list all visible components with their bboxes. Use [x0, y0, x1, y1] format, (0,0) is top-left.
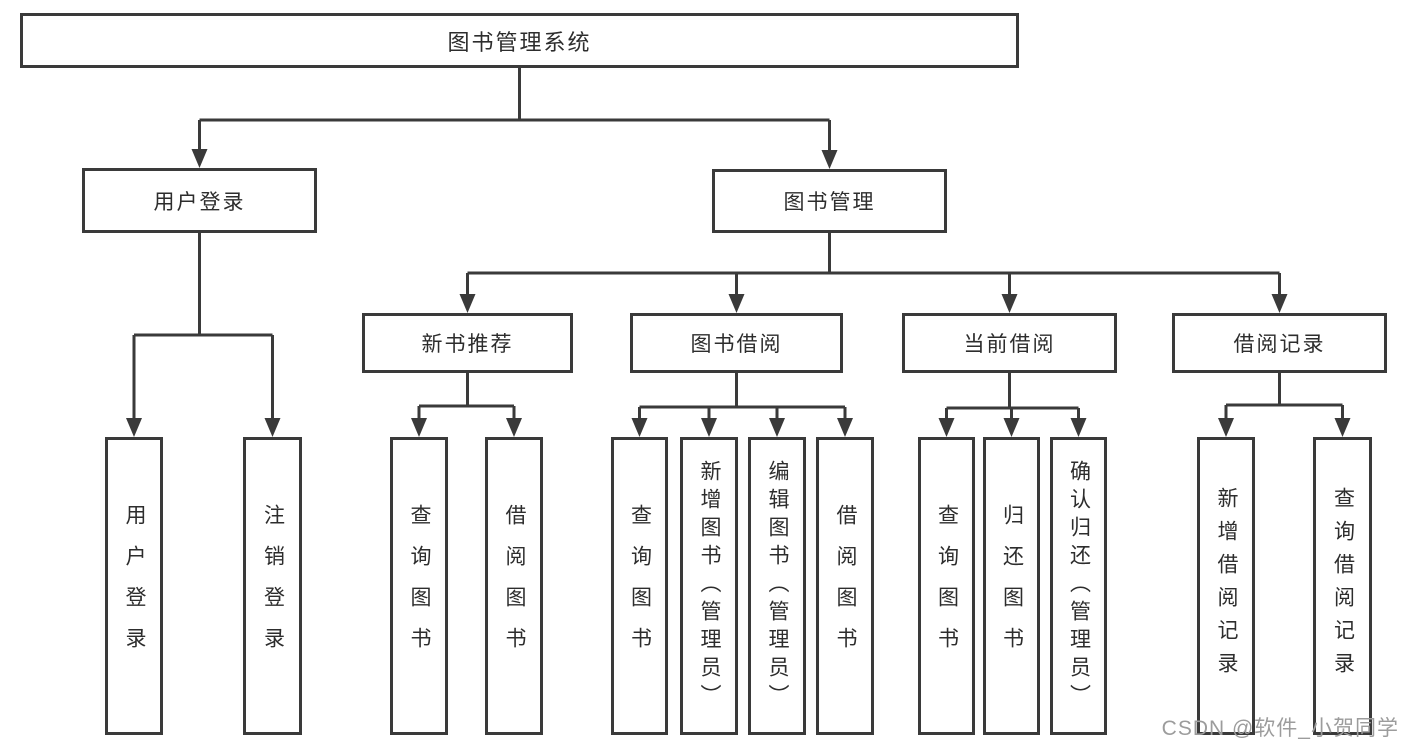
node-book-borrow: 图书借阅 [630, 313, 843, 373]
leaf-return-book: 归还图书 [983, 437, 1040, 735]
node-borrow-record: 借阅记录 [1172, 313, 1387, 373]
leaf-logout: 注销登录 [243, 437, 302, 735]
node-book-management: 图书管理 [712, 169, 947, 233]
leaf-add-borrow-record: 新增借阅记录 [1197, 437, 1255, 735]
leaf-add-book-admin: 新增图书（管理员） [680, 437, 738, 735]
leaf-confirm-return-admin: 确认归还（管理员） [1050, 437, 1107, 735]
node-user-login: 用户登录 [82, 168, 317, 233]
node-library-management-system: 图书管理系统 [20, 13, 1019, 68]
tree-edge-lines [132, 68, 1344, 421]
leaf-query-borrow-record: 查询借阅记录 [1313, 437, 1372, 735]
leaf-user-login: 用户登录 [105, 437, 163, 735]
csdn-watermark: CSDN @软件_小贺同学 [1161, 717, 1399, 740]
node-new-book-recommend: 新书推荐 [362, 313, 573, 373]
leaf-borrow-book-borrow: 借阅图书 [816, 437, 874, 735]
leaf-query-book-borrow: 查询图书 [611, 437, 668, 735]
leaf-query-book-recommend: 查询图书 [390, 437, 448, 735]
leaf-borrow-book-recommend: 借阅图书 [485, 437, 543, 735]
leaf-edit-book-admin: 编辑图书（管理员） [748, 437, 806, 735]
leaf-query-book-current: 查询图书 [918, 437, 975, 735]
node-current-borrow: 当前借阅 [902, 313, 1117, 373]
